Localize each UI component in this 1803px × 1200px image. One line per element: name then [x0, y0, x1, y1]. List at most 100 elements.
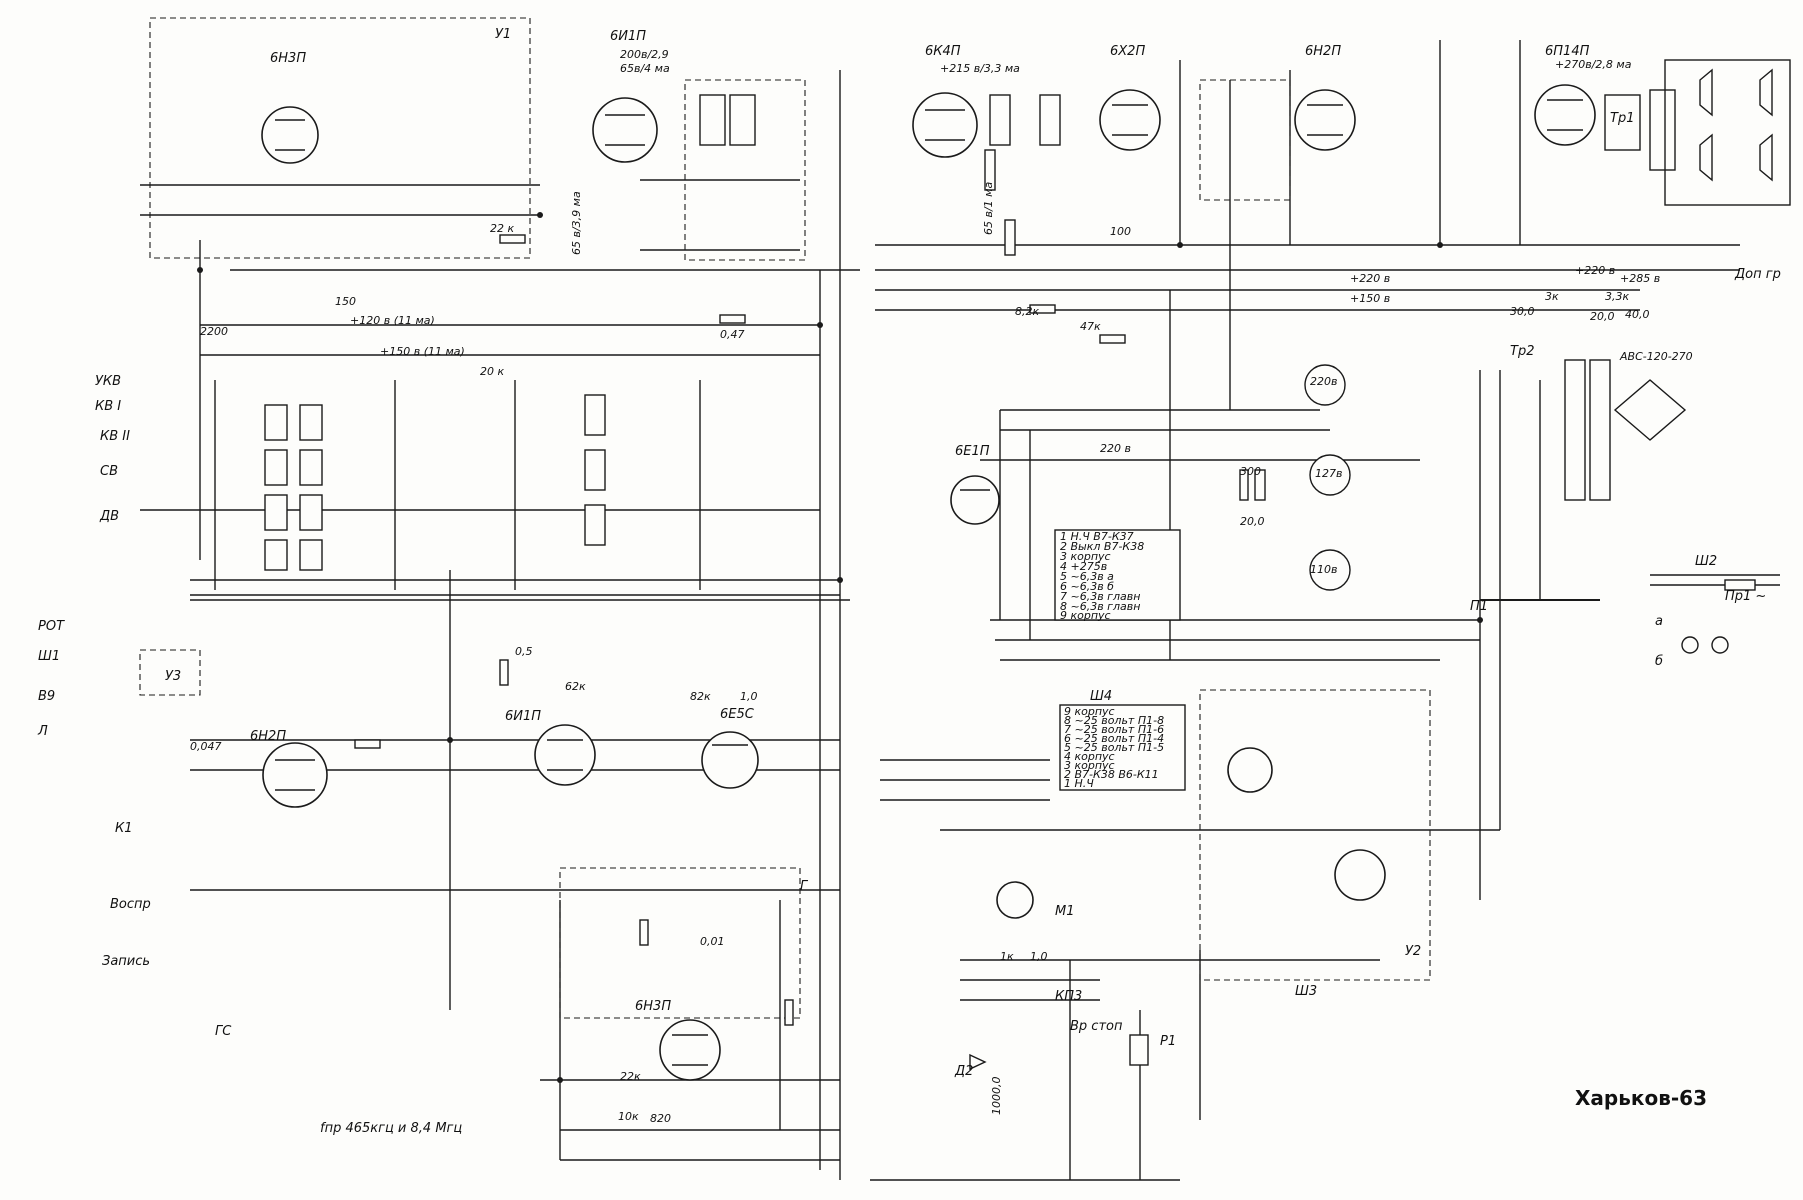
value-label: 300 [1240, 465, 1261, 478]
tube-6X2P: 6Х2П [1099, 44, 1161, 151]
input-label: РОТ [38, 619, 65, 634]
input-label: Л [37, 724, 48, 739]
rectifier-label: АВС-120-270 [1619, 350, 1693, 363]
tube-label: 6Е5С [720, 707, 755, 722]
tube-voltage: 65в/4 ма [620, 62, 670, 75]
tube-voltage: +270в/2,8 ма [1555, 58, 1632, 71]
tube-6I1P-lower: 6И1П [505, 709, 596, 786]
tube-label: 6И1П [505, 709, 541, 724]
vospr-label: Воспр [110, 897, 151, 912]
band-label: ДВ [99, 509, 119, 524]
svg-text:2 В7-К38 В6-К11: 2 В7-К38 В6-К11 [1064, 768, 1159, 781]
pr1-label: Пр1 ~ [1725, 589, 1766, 604]
rail-label: +150 в (11 ма) [380, 345, 465, 358]
svg-text:5 ~6,3в а: 5 ~6,3в а [1060, 570, 1114, 583]
tube-6N3P-lower: 6Н3П [635, 999, 721, 1081]
sh4-label: Ш4 [1090, 689, 1112, 704]
value-label: 1000,0 [990, 1077, 1003, 1116]
value-label: 0,5 [515, 645, 533, 658]
svg-text:3 корпус: 3 корпус [1060, 550, 1111, 563]
gs-label: ГС [215, 1024, 232, 1039]
tube-6N3P-u1: 6Н3П [261, 51, 319, 164]
tube-label: 6К4П [925, 44, 961, 59]
value-label: 3,3к [1605, 290, 1629, 303]
band-label: УКВ [95, 374, 121, 389]
k1-label: К1 [115, 821, 133, 836]
rail-label: +220 в [1350, 272, 1390, 285]
band-label: КВ II [100, 429, 130, 444]
value-label: 3к [1545, 290, 1559, 303]
tube-label: 6И1П [610, 29, 646, 44]
tube-label: 6Х2П [1110, 44, 1145, 59]
tube-voltage: 65 в/1 ма [982, 182, 995, 235]
value-label: 150 [335, 295, 356, 308]
module-u3: У3 [165, 669, 181, 684]
module-u2: У2 [1405, 944, 1421, 959]
svg-text:6 ~25 вольт П1-4: 6 ~25 вольт П1-4 [1064, 732, 1164, 745]
svg-text:9 корпус: 9 корпус [1060, 609, 1111, 622]
m1-label: М1 [1055, 904, 1075, 919]
text-labels: У1 У2 У3 УКВ КВ I КВ II СВ ДВ РОТ Ш1 В9 … [37, 27, 1781, 1136]
value-label: 20 к [480, 365, 504, 378]
tube-label: 6П14П [1545, 44, 1590, 59]
tube-voltage: 65 в/3,9 ма [570, 191, 583, 255]
svg-text:7 ~6,3в главн: 7 ~6,3в главн [1060, 590, 1140, 603]
zapis-label: Запись [102, 954, 150, 969]
band-label: СВ [100, 464, 118, 479]
rail-label: +120 в (11 ма) [350, 314, 435, 327]
value-label: 220в [1310, 375, 1337, 388]
value-label: 1,0 [1030, 950, 1048, 963]
value-label: 1,0 [740, 690, 758, 703]
value-label: 20,0 [1590, 310, 1615, 323]
tube-6E1P: 6Е1П [950, 444, 1000, 525]
value-label: 30,0 [1510, 305, 1535, 318]
tube-voltage: 200в/2,9 [620, 48, 669, 61]
rail-label: 220 в [1100, 442, 1131, 455]
value-label: 100 [1110, 225, 1131, 238]
svg-text:1 Н.Ч: 1 Н.Ч [1064, 777, 1094, 790]
value-label: 22к [620, 1070, 641, 1083]
tr2-label: Тр2 [1510, 344, 1534, 359]
value-label: 1к [1000, 950, 1014, 963]
module-u1: У1 [495, 27, 511, 42]
svg-text:8 ~25 вольт П1-8: 8 ~25 вольт П1-8 [1064, 714, 1164, 727]
dop-gr-label: Доп гр [1734, 267, 1781, 282]
if-note: fпр 465кгц и 8,4 Мгц [320, 1121, 462, 1136]
value-label: 62к [565, 680, 586, 693]
tr1-label: Тр1 [1610, 111, 1634, 126]
tube-label: 6Н3П [270, 51, 306, 66]
g-label: Г [800, 879, 809, 894]
value-label: 22 к [490, 222, 514, 235]
value-label: 20,0 [1240, 515, 1265, 528]
passive-components [264, 59, 1791, 1071]
value-label: 820 [650, 1112, 671, 1125]
tube-6P14P: 6П14П [1534, 44, 1596, 146]
rail-label: +285 в [1620, 272, 1660, 285]
kp3-label: КП3 [1055, 989, 1082, 1004]
value-label: 110в [1310, 563, 1337, 576]
tube-6I1P: 6И1П [592, 29, 658, 163]
tube-voltage: +215 в/3,3 ма [940, 62, 1020, 75]
tube-6N2P-left: 6Н2П [250, 729, 328, 808]
value-label: 0,01 [700, 935, 725, 948]
vrstop-label: Вр стоп [1070, 1019, 1123, 1034]
value-label: 2200 [200, 325, 228, 338]
svg-text:6 ~6,3в б: 6 ~6,3в б [1060, 580, 1114, 593]
d2-label: Д2 [954, 1064, 973, 1079]
dashed-blocks [139, 17, 1431, 1019]
svg-text:9 корпус: 9 корпус [1064, 705, 1115, 718]
input-label: В9 [38, 689, 55, 704]
diagram-title: Харьков-63 [1575, 1086, 1707, 1110]
rail-label: +220 в [1575, 264, 1615, 277]
value-label: 8,2к [1015, 305, 1039, 318]
connector-table-2 [1059, 704, 1186, 791]
tube-6N2P-right: 6Н2П [1294, 44, 1356, 151]
sh3-label: Ш3 [1295, 984, 1317, 999]
band-label: КВ I [95, 399, 121, 414]
svg-text:4 корпус: 4 корпус [1064, 750, 1115, 763]
svg-text:4 +275в: 4 +275в [1060, 560, 1107, 573]
svg-text:3 корпус: 3 корпус [1064, 759, 1115, 772]
tube-label: 6Е1П [955, 444, 990, 459]
tube-6K4P: 6К4П [912, 44, 978, 158]
